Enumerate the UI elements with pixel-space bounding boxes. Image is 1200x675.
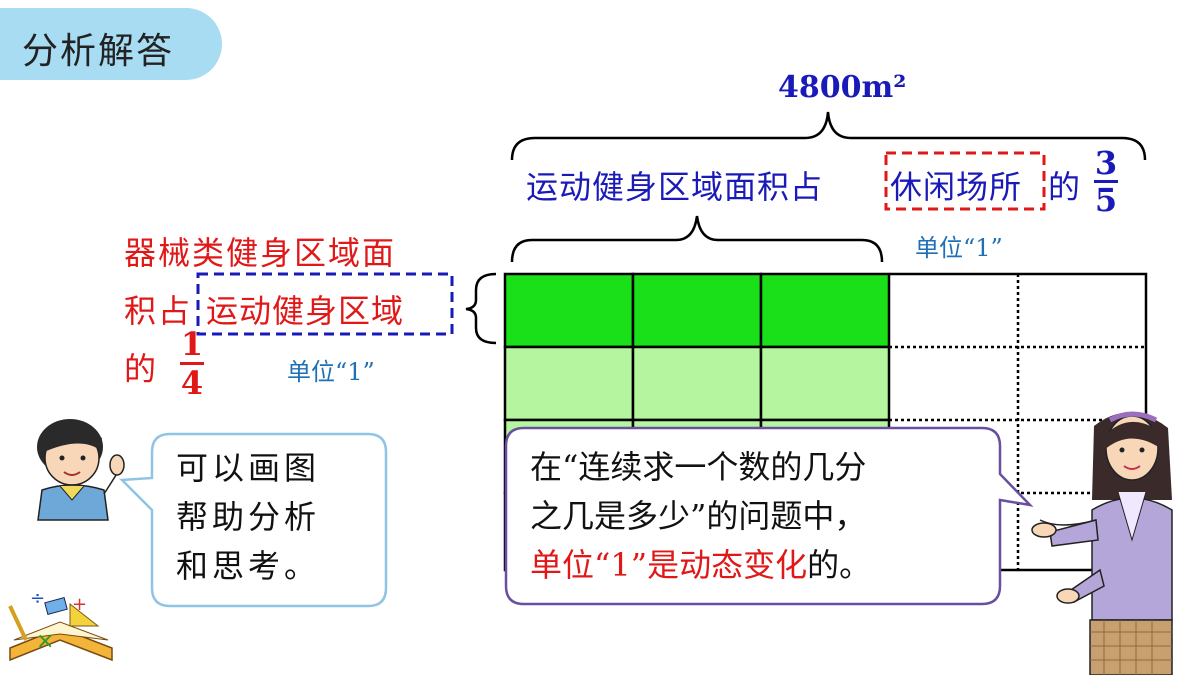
top-relation-before: 运动健身区域面积占 [526, 168, 824, 206]
left-unit-label: 单位“1” [287, 358, 375, 386]
teacher-bubble-line1: 在“连续求一个数的几分 [530, 448, 867, 486]
fraction-numerator: 1 [180, 325, 204, 363]
left-brace [465, 272, 497, 345]
page-title: 分析解答 [22, 31, 175, 72]
boy-bubble-line: 和思考。 [176, 547, 321, 585]
cell-light-3 [759, 345, 891, 422]
cell-dark-2 [631, 272, 763, 349]
top-unit-label: 单位“1” [915, 234, 1003, 262]
left-relation-prefix: 积占 [124, 292, 193, 330]
boy-bubble-line: 可以画图 [176, 449, 321, 487]
fraction-denominator: 4 [180, 364, 204, 402]
teacher-bubble-line3: 单位“1”是动态变化的。 [530, 541, 871, 590]
left-relation-line1: 器械类健身区域面 [124, 234, 397, 272]
top-relation-boxed: 休闲场所 [890, 168, 1023, 206]
svg-text:+: + [72, 594, 87, 615]
svg-text:×: × [36, 629, 54, 654]
teacher-bubble-text: 在“连续求一个数的几分 之几是多少”的问题中， 单位“1”是动态变化的。 [530, 443, 871, 590]
left-relation-boxed: 运动健身区域 [206, 292, 405, 330]
left-relation-line3: 的 [124, 350, 157, 388]
teacher-bubble-highlight: 单位“1”是动态变化 [530, 546, 808, 584]
red-dashed-box [884, 151, 1046, 211]
fraction-bar [180, 362, 204, 365]
cell-dark-1 [503, 272, 635, 349]
fraction-one-quarter: 1 4 [180, 326, 204, 401]
middle-brace [510, 215, 884, 263]
boy-bubble-text: 可以画图 帮助分析 和思考。 [176, 444, 320, 591]
fraction-three-fifths: 3 5 [1094, 146, 1118, 217]
blue-dashed-box [196, 272, 454, 336]
boy-bubble-line: 帮助分析 [176, 498, 321, 536]
title-tab [0, 8, 222, 80]
cell-light-2 [631, 345, 763, 422]
books-decoration: × + ÷ [8, 588, 113, 662]
boy-bubble-shape [119, 432, 388, 608]
fraction-denominator: 5 [1094, 181, 1118, 219]
top-brace [510, 111, 1147, 161]
teacher-bubble-line2: 之几是多少”的问题中， [530, 497, 867, 535]
teacher-bubble-line3-end: 的。 [807, 546, 872, 584]
teacher-figure [1031, 411, 1173, 675]
total-area-label: 4800m² [778, 70, 907, 105]
svg-text:÷: ÷ [30, 588, 45, 609]
cell-light-1 [503, 345, 635, 422]
teacher-bubble-shape [504, 426, 1034, 606]
fraction-bar [1094, 180, 1118, 183]
fraction-numerator: 3 [1094, 144, 1118, 182]
boy-figure [37, 419, 125, 521]
top-relation-after: 的 [1048, 168, 1081, 206]
cell-dark-3 [759, 272, 891, 349]
